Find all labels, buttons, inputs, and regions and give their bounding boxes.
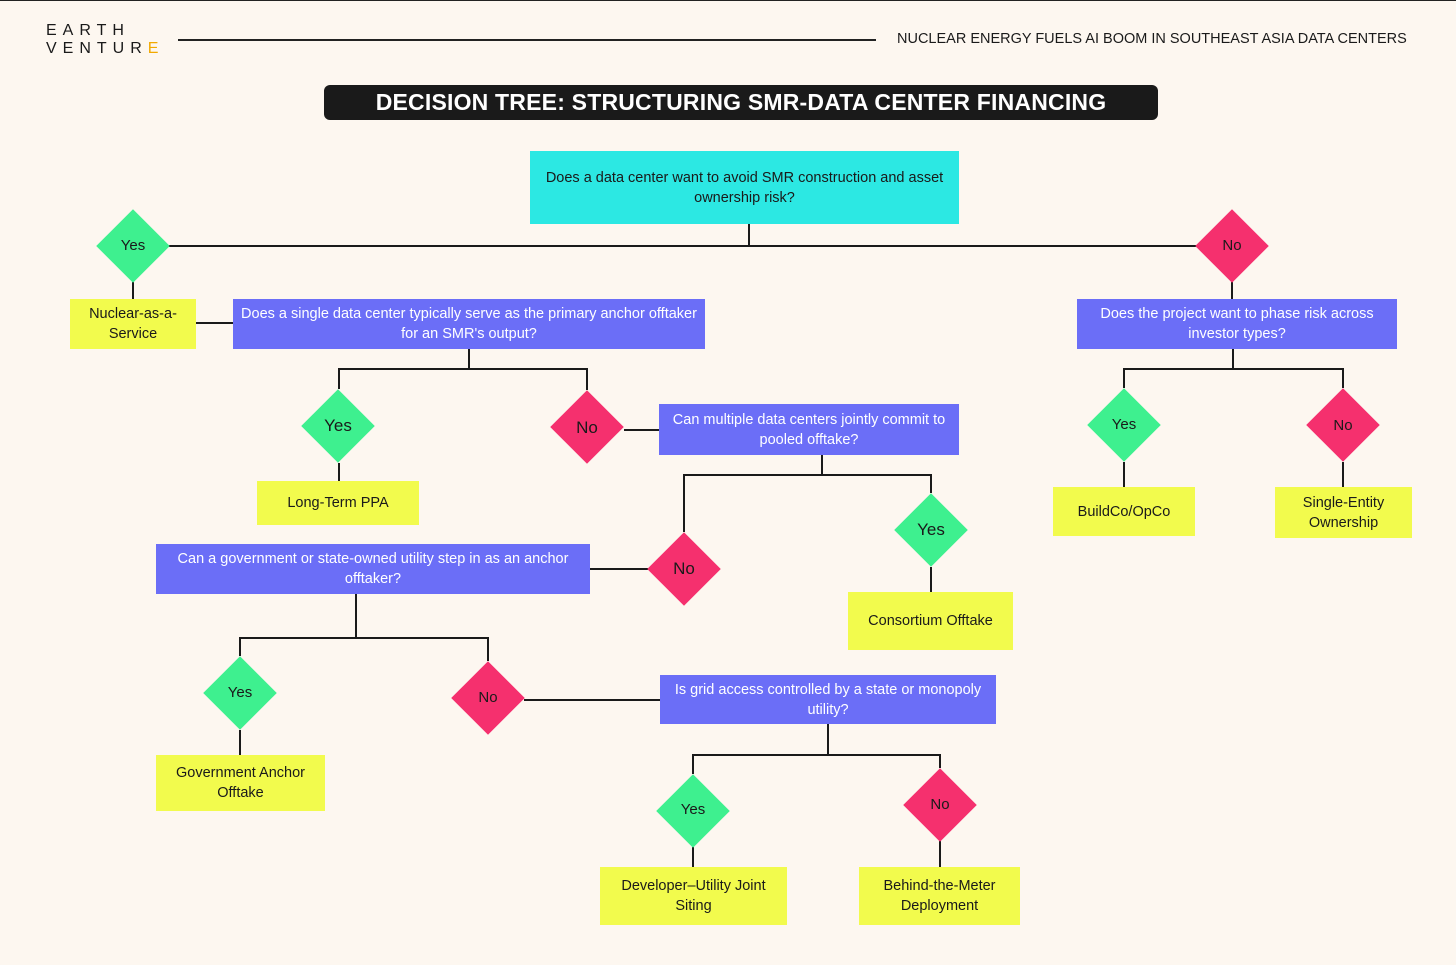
- header-title: NUCLEAR ENERGY FUELS AI BOOM IN SOUTHEAS…: [897, 31, 1407, 47]
- question-single-anchor-offtaker: Does a single data center typically serv…: [233, 299, 705, 349]
- yes-label-2: Yes: [324, 416, 352, 435]
- outcome-consortium-offtake: Consortium Offtake: [848, 592, 1013, 650]
- outcome-developer-utility-joint-siting: Developer–Utility Joint Siting: [600, 867, 787, 925]
- outcome-nuclear-as-a-service: Nuclear-as-a-Service: [70, 299, 196, 349]
- yes-label-4: Yes: [917, 520, 945, 539]
- diagram-title: DECISION TREE: STRUCTURING SMR-DATA CENT…: [324, 85, 1158, 120]
- earth-venture-logo: EARTH VENTURE: [46, 22, 164, 58]
- outcome-long-term-ppa: Long-Term PPA: [257, 481, 419, 525]
- header-rule: [178, 39, 876, 41]
- question-phase-risk: Does the project want to phase risk acro…: [1077, 299, 1397, 349]
- question-grid-access: Is grid access controlled by a state or …: [660, 675, 996, 724]
- no-label-2: No: [576, 418, 598, 437]
- top-border: [0, 0, 1456, 1]
- outcome-single-entity-ownership: Single-Entity Ownership: [1275, 487, 1412, 538]
- no-label-4: No: [673, 559, 695, 578]
- question-avoid-construction-risk: Does a data center want to avoid SMR con…: [530, 151, 959, 224]
- yes-label-6: Yes: [680, 801, 706, 818]
- no-label-5: No: [478, 689, 498, 706]
- outcome-behind-the-meter-deployment: Behind-the-Meter Deployment: [859, 867, 1020, 925]
- no-label-1: No: [1222, 237, 1242, 254]
- question-pooled-offtake: Can multiple data centers jointly commit…: [659, 404, 959, 455]
- no-label-6: No: [930, 796, 950, 813]
- no-label-3: No: [1333, 417, 1353, 434]
- yes-label-3: Yes: [1111, 416, 1137, 433]
- logo-line-2: VENTURE: [46, 40, 165, 57]
- yes-label-5: Yes: [227, 684, 253, 701]
- logo-line-1: EARTH: [46, 22, 130, 39]
- question-government-anchor: Can a government or state-owned utility …: [156, 544, 590, 594]
- outcome-government-anchor-offtake: Government Anchor Offtake: [156, 755, 325, 811]
- logo-accent: E: [147, 40, 165, 57]
- outcome-buildco-opco: BuildCo/OpCo: [1053, 487, 1195, 536]
- yes-label-1: Yes: [120, 237, 146, 254]
